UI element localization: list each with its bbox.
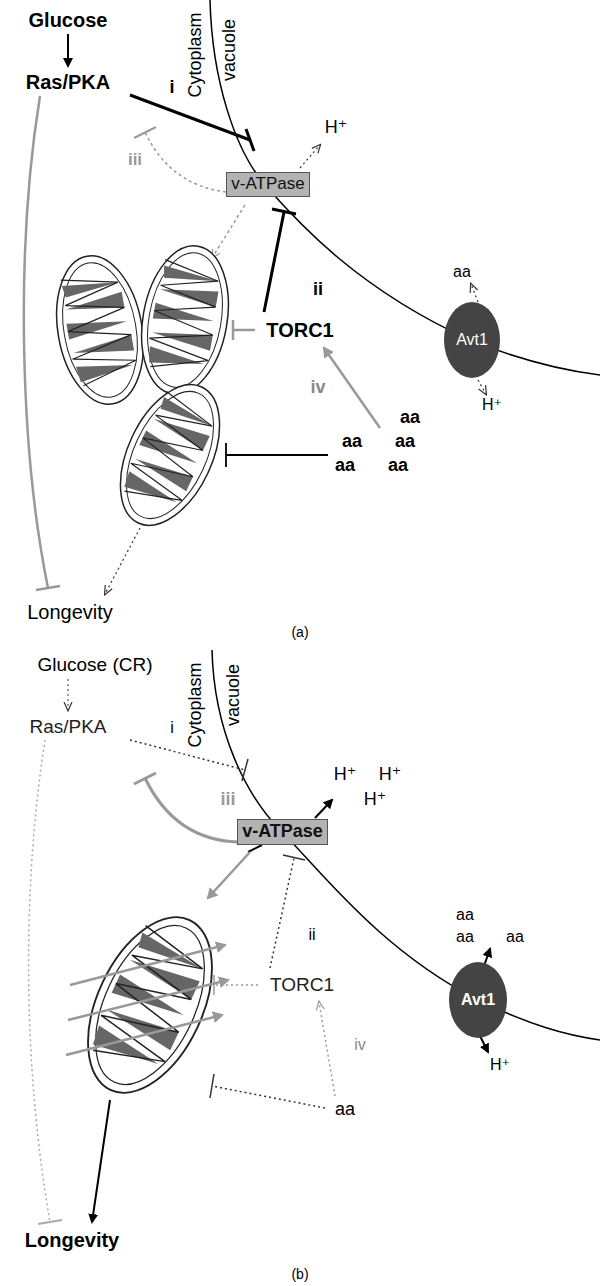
pathway-number: ii (313, 280, 323, 300)
ion-label: H⁺ (490, 1056, 510, 1074)
panel-label: (b) (291, 1267, 308, 1282)
amino-acid-label: aa (456, 928, 474, 946)
panel-label: (a) (291, 625, 308, 640)
pathway-label: TORC1 (266, 319, 333, 341)
pathway-number: iv (310, 378, 325, 398)
pump-box: v-ATPase (237, 819, 328, 845)
amino-acid-label: aa (388, 456, 408, 476)
amino-acid-label: aa (335, 1100, 355, 1120)
pathway-number: iii (128, 151, 142, 170)
amino-acid-label: aa (395, 432, 415, 452)
amino-acid-label: aa (453, 263, 471, 281)
pathway-number: i (170, 719, 174, 737)
pathway-label: Ras/PKA (26, 71, 110, 93)
ion-label: H⁺ (379, 765, 402, 785)
amino-acid-label: aa (342, 432, 362, 452)
input-label: Glucose (CR) (37, 655, 152, 676)
input-label: Glucose (29, 9, 108, 31)
transporter-label: Avt1 (461, 991, 495, 1009)
compartment-label: Cytoplasm (186, 12, 206, 97)
output-label: Longevity (25, 1229, 119, 1251)
pathway-number: iv (354, 1036, 366, 1054)
ion-label: H⁺ (482, 396, 502, 414)
ion-label: H⁺ (364, 790, 387, 810)
amino-acid-label: aa (400, 408, 420, 428)
amino-acid-label: aa (456, 906, 474, 924)
transporter-oval: Avt1 (444, 302, 500, 378)
transporter-oval: Avt1 (449, 962, 507, 1038)
pathway-number: i (169, 78, 174, 98)
pathway-number: ii (308, 926, 315, 944)
pump-label: v-ATPase (231, 175, 304, 194)
ion-label: H⁺ (334, 765, 357, 785)
compartment-label: Cytoplasm (186, 662, 206, 747)
pathway-label: Ras/PKA (29, 717, 106, 738)
pump-label: v-ATPase (242, 822, 323, 842)
pathway-label: TORC1 (270, 975, 334, 996)
compartment-label: vacuole (220, 19, 240, 81)
ion-label: H⁺ (325, 118, 348, 138)
transporter-label: Avt1 (456, 331, 488, 349)
compartment-label: vacuole (224, 664, 244, 726)
amino-acid-label: aa (506, 928, 524, 946)
pump-box: v-ATPase (226, 172, 310, 197)
pathway-number: iii (220, 790, 235, 810)
output-label: Longevity (27, 601, 113, 623)
amino-acid-label: aa (335, 456, 355, 476)
